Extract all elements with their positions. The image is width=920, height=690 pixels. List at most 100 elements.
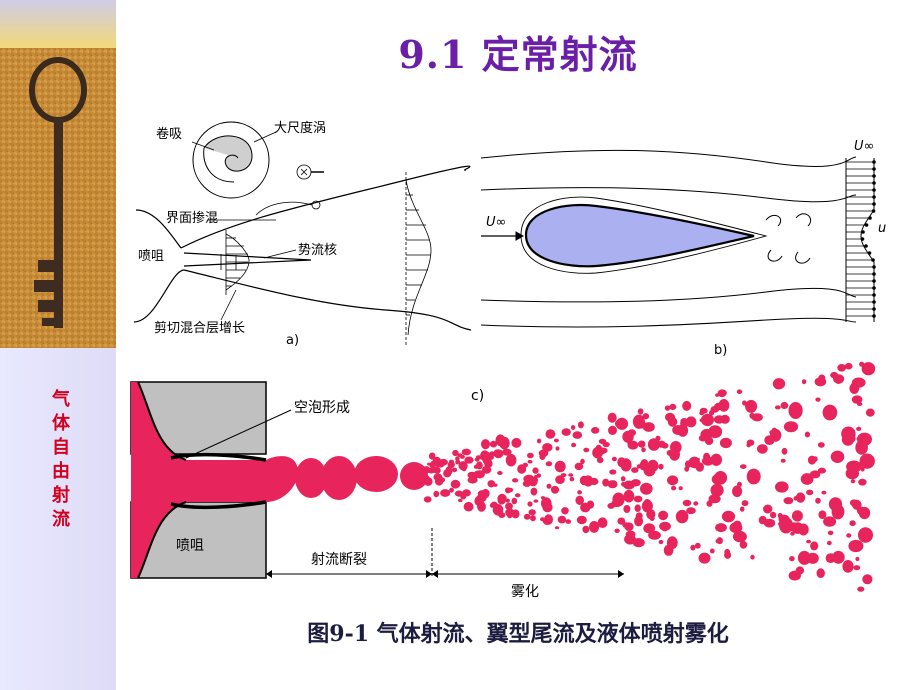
- spray-droplet: [732, 485, 743, 498]
- spray-droplet: [671, 485, 677, 491]
- spray-droplet: [621, 482, 626, 487]
- spray-droplet: [575, 495, 584, 505]
- spray-droplet: [806, 489, 814, 496]
- spray-droplet: [427, 462, 432, 466]
- profile-arrow-head: [872, 314, 876, 318]
- spray-droplet: [658, 539, 664, 545]
- spray-droplet: [632, 538, 645, 548]
- spray-droplet: [463, 501, 474, 512]
- spray-droplet: [561, 507, 569, 515]
- spray-droplet: [577, 490, 582, 495]
- spray-droplet: [842, 560, 854, 573]
- spray-droplet: [424, 477, 433, 486]
- spray-droplet: [841, 433, 855, 446]
- spray-droplet: [850, 479, 856, 484]
- spray-droplet: [481, 466, 492, 474]
- spray-droplet: [664, 405, 671, 411]
- spray-droplet: [620, 458, 632, 472]
- spray-droplet: [837, 364, 847, 372]
- spray-droplet: [596, 457, 604, 464]
- panel-c-liquid-atomization: [130, 381, 624, 579]
- spray-droplet: [457, 453, 463, 458]
- spray-droplet: [542, 502, 553, 513]
- spray-droplet: [497, 471, 503, 475]
- label-large-eddy: 大尺度涡: [274, 120, 326, 136]
- spray-droplet: [806, 552, 819, 564]
- spray-droplet: [458, 461, 468, 471]
- spray-droplet: [719, 437, 732, 449]
- spray-droplet: [801, 379, 807, 385]
- spray-droplet: [423, 496, 432, 503]
- spray-droplet: [848, 539, 864, 553]
- profile-arrow-head: [868, 216, 872, 220]
- spray-droplet: [461, 448, 471, 456]
- spray-droplet: [778, 514, 790, 524]
- panel-a-labels: 卷吸 大尺度涡 界面掺混 喷咀 势流核 剪切混合层增长 a): [138, 120, 337, 348]
- spray-droplet: [481, 488, 490, 499]
- spray-droplet: [615, 417, 629, 430]
- label-nozzle-c: 喷咀: [176, 538, 204, 554]
- spray-droplet: [721, 510, 736, 523]
- spray-droplet: [817, 442, 825, 448]
- spray-droplet: [780, 458, 786, 463]
- spray-droplet: [430, 460, 438, 467]
- spray-droplet: [591, 427, 600, 434]
- spray-droplet: [523, 474, 535, 483]
- spray-droplet: [576, 515, 587, 525]
- spray-droplet: [481, 439, 490, 450]
- spray-droplet: [675, 509, 689, 524]
- spray-droplet: [476, 461, 483, 470]
- spray-droplet: [783, 497, 794, 505]
- spray-droplet: [647, 438, 660, 451]
- spray-droplet: [647, 459, 659, 472]
- spray-droplet: [795, 492, 806, 503]
- spray-droplet: [716, 474, 727, 483]
- spray-droplet: [780, 401, 789, 410]
- spray-droplet: [815, 397, 821, 402]
- spray-droplet: [698, 552, 711, 564]
- spray-droplet: [598, 438, 607, 445]
- spray-droplet: [845, 467, 859, 480]
- spray-droplet: [648, 511, 655, 518]
- spray-droplet: [450, 479, 461, 489]
- spray-droplet: [815, 497, 821, 504]
- spray-droplet: [772, 378, 786, 390]
- label-shear-layer-growth: 剪切混合层增长: [154, 320, 245, 336]
- spray-droplet: [451, 467, 458, 473]
- spray-droplet: [640, 482, 653, 495]
- spray-droplet: [699, 418, 704, 422]
- spray-droplet: [774, 405, 781, 410]
- spray-droplet: [449, 487, 454, 493]
- spray-droplet: [865, 408, 875, 417]
- spray-droplet: [493, 449, 504, 459]
- spray-droplet: [694, 542, 701, 549]
- spray-droplet: [699, 411, 705, 416]
- spray-droplet: [536, 438, 542, 444]
- spray-droplet: [708, 494, 721, 504]
- spray-droplet: [554, 460, 566, 473]
- spray-droplet: [658, 463, 664, 470]
- spray-droplet: [745, 399, 758, 413]
- spray-droplet: [740, 464, 747, 469]
- spray-droplet: [467, 476, 478, 484]
- profile-arrow-head: [872, 167, 876, 171]
- spray-droplet: [607, 502, 615, 509]
- spray-droplet: [623, 489, 635, 503]
- panel-b-tag: b): [714, 343, 727, 358]
- spray-droplet: [844, 362, 853, 370]
- spray-droplet: [577, 421, 584, 429]
- spray-droplet: [642, 413, 650, 420]
- spray-droplet: [644, 499, 651, 505]
- spray-droplet: [432, 468, 438, 473]
- spray-droplet: [550, 485, 560, 494]
- spray-droplet: [635, 512, 643, 520]
- spray-droplet: [695, 462, 704, 472]
- spray-droplet: [667, 475, 679, 486]
- spray-droplet: [433, 490, 440, 498]
- spray-droplet: [505, 498, 510, 503]
- spray-droplet: [642, 422, 655, 432]
- spray-droplet: [641, 447, 646, 453]
- label-atomization: 雾化: [511, 584, 539, 600]
- spray-droplet: [715, 523, 727, 533]
- spray-droplet: [757, 444, 768, 454]
